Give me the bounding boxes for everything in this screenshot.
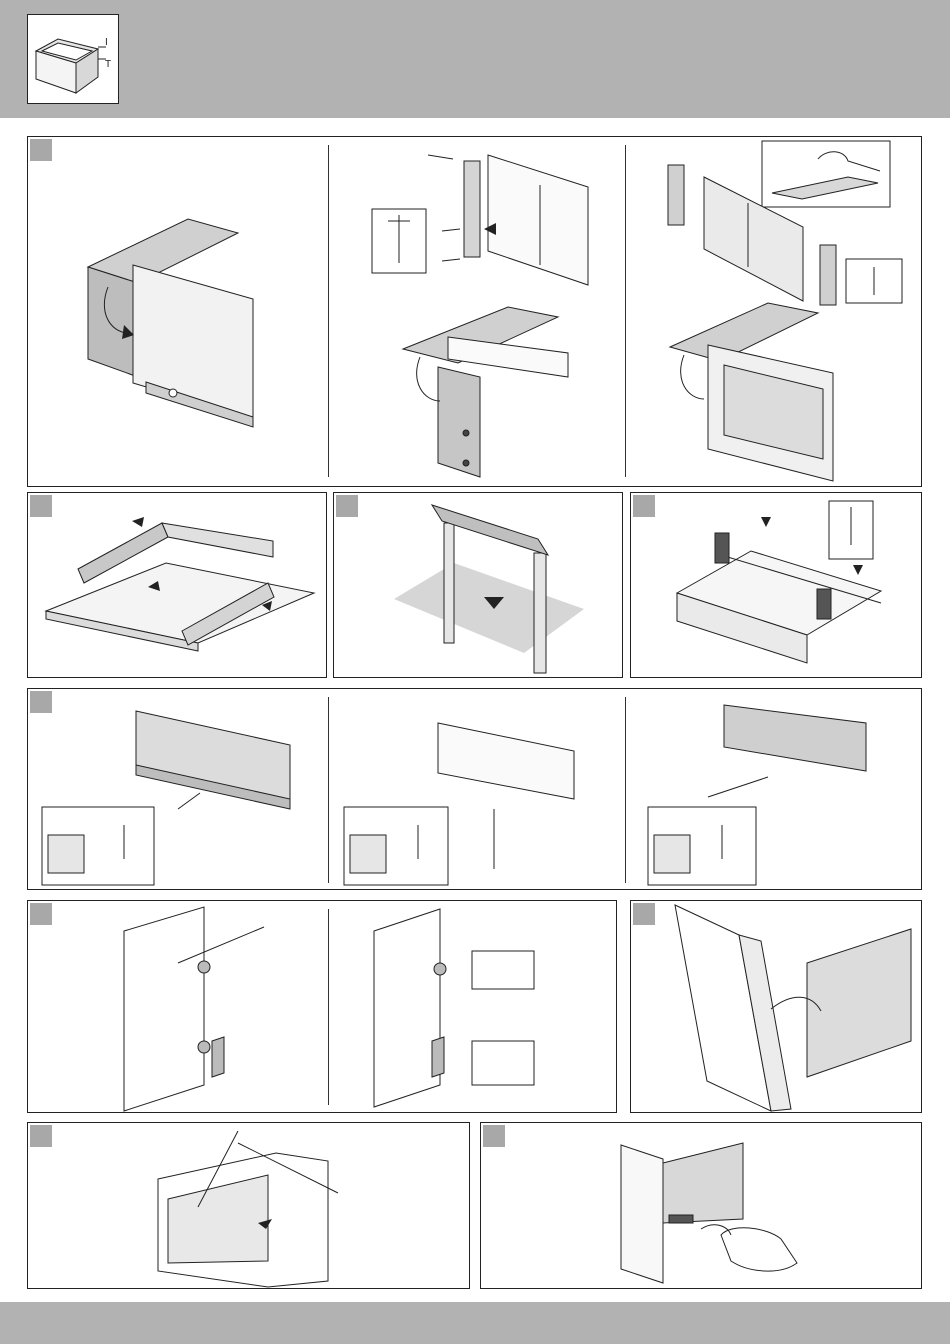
panel-6-illustration [28,901,618,1114]
footer-band [0,1302,950,1344]
panel-4-illustration [631,493,923,679]
panel-9-illustration [481,1123,923,1290]
panel-6-front-brackets [27,900,617,1113]
panel-5-illustration [28,689,923,891]
panel-7-illustration [631,901,923,1114]
panel-8-illustration [28,1123,471,1290]
panel-2-sides-onto-base [27,492,327,678]
panel-9-drawer-removal [480,1122,922,1289]
panel-1-illustration [28,137,923,488]
panel-4-front-fixing [630,492,922,678]
panel-1-side-attachment [27,136,922,487]
header-band [0,0,950,118]
thumbnail-label-i: I [105,37,108,48]
drawer-thumbnail: I T [27,14,119,104]
panel-5-front-screws [27,688,922,890]
panel-3-illustration [334,493,624,679]
panel-2-illustration [28,493,328,679]
panel-8-depth-adjustment [27,1122,470,1289]
panel-7-front-hooking [630,900,922,1113]
thumbnail-label-t: T [105,59,111,70]
panel-3-rear-panel [333,492,623,678]
